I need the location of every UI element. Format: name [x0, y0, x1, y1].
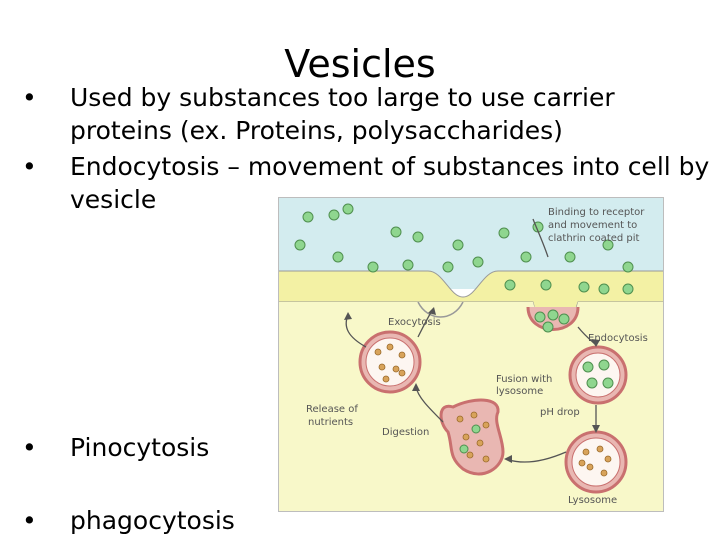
lysosome: [564, 430, 628, 494]
bullet-item: • Endocytosis – movement of substances i…: [22, 151, 712, 216]
bullet-item: • Pinocytosis: [22, 432, 712, 465]
label-digestion: Digestion: [382, 427, 429, 438]
bullet-text: Endocytosis – movement of substances int…: [70, 152, 710, 214]
bullet-marker: •: [22, 433, 37, 462]
label-fusion: Fusion with: [496, 374, 552, 385]
label-exocytosis: Exocytosis: [388, 317, 441, 328]
diagram-border: [278, 197, 664, 512]
slide-title: Vesicles: [284, 42, 436, 86]
exocytosis-site: [417, 301, 464, 318]
digestion-vesicle: [439, 398, 505, 476]
label-binding: Binding to receptor: [548, 207, 645, 218]
label-lysosome: Lysosome: [568, 495, 617, 506]
bullet-text: Pinocytosis: [70, 433, 210, 462]
label-fusion: lysosome: [496, 386, 543, 397]
label-binding: clathrin coated pit: [548, 233, 640, 244]
arrow-heads: [344, 307, 600, 463]
bullet-item: • Used by substances too large to use ca…: [22, 82, 712, 147]
endosome-vesicle: [568, 345, 628, 405]
label-ph-drop: pH drop: [540, 407, 580, 418]
bullet-marker: •: [22, 505, 37, 535]
extracellular-particles: [294, 203, 634, 273]
label-release: Release of: [306, 404, 358, 415]
bullet-item: • phagocytosis: [22, 505, 712, 538]
bullet-text: phagocytosis: [70, 505, 235, 535]
endocytosis-diagram: Binding to receptor and movement to clat…: [278, 197, 664, 512]
bullet-text: Used by substances too large to use carr…: [70, 83, 615, 145]
release-vesicle: [358, 330, 422, 394]
bullet-list: • Used by substances too large to use ca…: [22, 82, 712, 535]
bullet-marker: •: [22, 152, 37, 181]
bullet-marker: •: [22, 83, 37, 112]
label-binding: and movement to: [548, 220, 637, 231]
label-endocytosis: Endocytosis: [588, 333, 648, 344]
label-release: nutrients: [308, 417, 353, 428]
coated-pit: [526, 306, 580, 333]
receptor-particles: [504, 279, 634, 295]
